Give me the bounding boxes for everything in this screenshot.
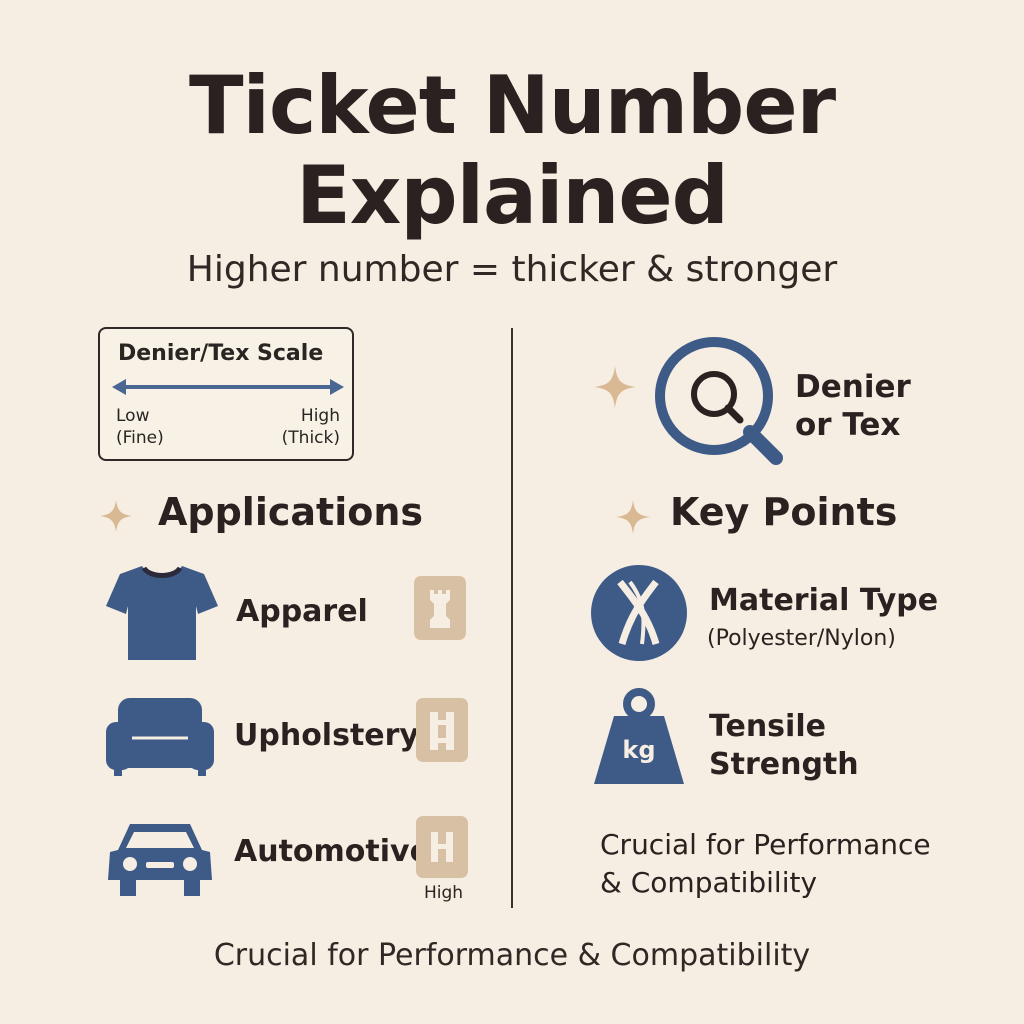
key-points-heading: Key Points <box>670 490 898 534</box>
spool-icon <box>431 832 453 862</box>
t-shirt-icon <box>106 566 218 660</box>
weight-icon <box>594 688 684 784</box>
ticket-tag-icon <box>416 698 468 762</box>
note-line-1: Crucial for Performance <box>600 828 931 861</box>
spool-icon <box>430 712 454 750</box>
scale-high-end: High (Thick) <box>282 405 340 449</box>
measure-label-line-1: Denier <box>795 369 911 405</box>
scale-low-note: (Fine) <box>116 428 164 448</box>
sofa-icon <box>106 698 214 776</box>
car-icon <box>108 824 212 896</box>
measure-label: Denier or Tex <box>795 368 911 444</box>
application-apparel-label: Apparel <box>236 594 368 629</box>
material-type-subtitle: (Polyester/Nylon) <box>707 626 896 651</box>
application-upholstery-label: Upholstery <box>234 718 419 753</box>
twisted-fiber-icon <box>591 565 687 661</box>
ticket-tag-icon <box>416 816 468 878</box>
applications-heading: Applications <box>158 490 423 534</box>
tensile-strength-label: Tensile Strength <box>709 708 859 784</box>
tag-caption: High <box>424 883 464 903</box>
ticket-tag-icon <box>414 576 466 640</box>
footer-text: Crucial for Performance & Compatibility <box>213 938 811 973</box>
magnifier-icon <box>655 337 783 465</box>
tensile-line-1: Tensile <box>709 709 826 744</box>
material-type-title: Material Type <box>709 583 939 618</box>
page-title-line-2: Explained <box>296 149 729 242</box>
spool-icon <box>430 590 450 628</box>
scale-high-note: (Thick) <box>281 428 340 448</box>
application-automotive-label: Automotive <box>234 834 430 869</box>
scale-title: Denier/Tex Scale <box>118 341 324 366</box>
note-line-2: & Compatibility <box>600 866 818 899</box>
key-points-note: Crucial for Performance & Compatibility <box>600 826 931 902</box>
sparkle-icon <box>594 366 636 408</box>
sparkle-icon <box>616 500 650 534</box>
page-title-line-1: Ticket Number <box>188 59 836 152</box>
scale-low-end: Low (Fine) <box>116 405 164 449</box>
sparkle-icon <box>100 500 132 532</box>
tensile-line-2: Strength <box>709 747 859 782</box>
double-arrow-icon <box>112 379 344 395</box>
weight-unit-label: kg <box>622 736 656 764</box>
page-subtitle: Higher number = thicker & stronger <box>186 249 838 290</box>
scale-high-label: High <box>300 406 340 426</box>
column-divider <box>511 328 513 908</box>
measure-label-line-2: or Tex <box>795 407 901 443</box>
scale-low-label: Low <box>116 406 150 426</box>
scale-card: Denier/Tex Scale Low (Fine) High (Thick) <box>98 327 354 461</box>
